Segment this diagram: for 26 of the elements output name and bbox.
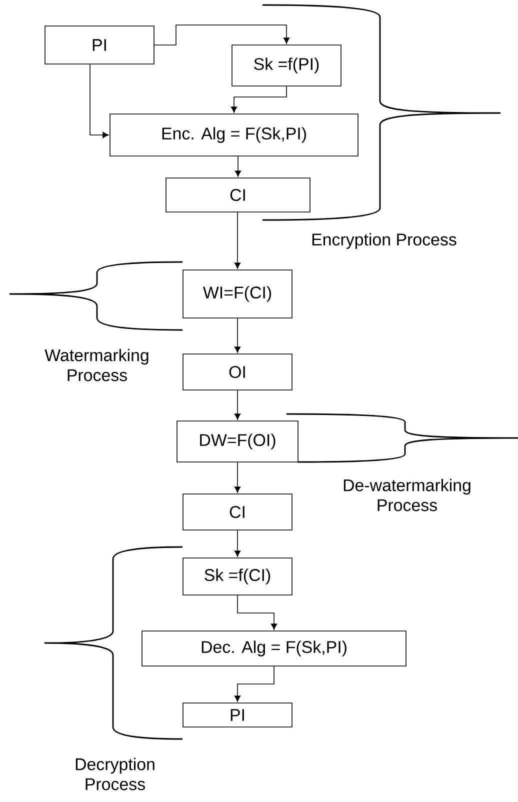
arrow [154,24,290,46]
process-box: Dec. Alg = F(Sk,PI) [142,630,406,666]
process-box: Sk =f(CI) [182,558,292,596]
process-label: Decryption Process [76,758,154,790]
arrow [230,86,287,113]
process-box: WI=F(CI) [182,270,292,318]
process-box: PI [44,26,154,64]
arrow [234,666,274,702]
process-box: CI [166,178,310,212]
process-box: Enc. Alg = F(Sk,PI) [110,114,358,156]
arrow [237,595,278,630]
process-box: DW=F(OI) [176,420,298,462]
process-label: Encryption Process [312,233,456,249]
process-box: Sk =f(PI) [232,44,342,86]
arrow [234,530,241,557]
arrow [234,318,241,353]
process-label: Watermarking Process [44,348,148,382]
process-box: OI [182,354,292,390]
arrow [234,156,242,177]
arrow [234,462,241,493]
process-label: De-watermarking Process [344,478,470,512]
arrow [234,390,241,420]
arrow [90,64,109,138]
process-box: CI [182,494,292,530]
arrow [234,212,241,269]
process-box: PI [182,702,292,728]
